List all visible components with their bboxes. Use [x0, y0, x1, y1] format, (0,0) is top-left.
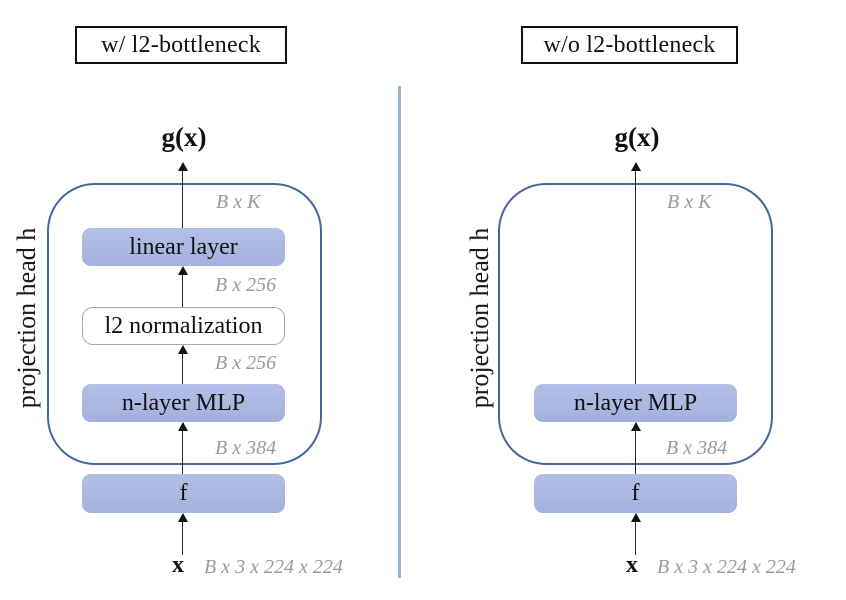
right-output-label: g(x) — [614, 122, 660, 152]
left-dim-above-norm: B x 256 — [215, 274, 277, 296]
right-input-label: x — [626, 552, 638, 578]
arrow-up — [630, 513, 641, 555]
arrow-up — [177, 345, 188, 384]
right-projection-head-label: projection head h — [465, 227, 494, 409]
left-mlp-block: n-layer MLP — [82, 384, 285, 422]
left-encoder-block: f — [82, 474, 285, 513]
right-title: w/o l2-bottleneck — [521, 26, 738, 64]
left-input-label: x — [172, 552, 184, 578]
left-linear-layer-block: linear layer — [82, 228, 285, 266]
left-output-label: g(x) — [161, 122, 207, 152]
left-dim-below-norm: B x 256 — [215, 352, 277, 374]
left-projection-head-box — [47, 183, 322, 465]
left-dim-out: B x K — [216, 191, 261, 213]
arrow-up — [630, 162, 641, 384]
right-input-dim: B x 3 x 224 x 224 — [657, 556, 796, 578]
arrow-up — [177, 422, 188, 474]
left-input-dim: B x 3 x 224 x 224 — [204, 556, 343, 578]
arrow-up — [177, 162, 188, 228]
left-l2-normalization-block: l2 normalization — [82, 307, 285, 345]
left-projection-head-label: projection head h — [12, 227, 41, 409]
left-title: w/ l2-bottleneck — [75, 26, 287, 64]
arrow-up — [177, 266, 188, 307]
right-mlp-block: n-layer MLP — [534, 384, 737, 422]
arrow-up — [177, 513, 188, 555]
left-dim-in: B x 384 — [215, 437, 277, 459]
right-dim-out: B x K — [667, 191, 712, 213]
arrow-up — [630, 422, 641, 474]
right-dim-in: B x 384 — [666, 437, 728, 459]
panel-divider — [398, 86, 401, 578]
right-encoder-block: f — [534, 474, 737, 513]
